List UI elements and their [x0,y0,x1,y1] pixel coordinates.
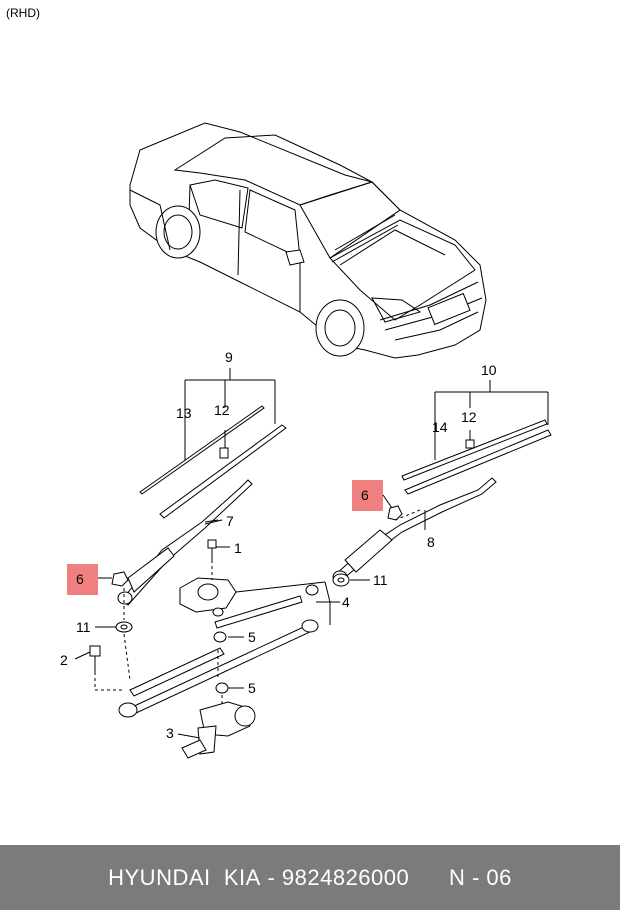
callout-12-right: 12 [461,409,477,425]
callout-9: 9 [225,349,233,365]
callout-1: 1 [234,540,242,556]
footer-brand: HYUNDAI KIA [108,864,261,890]
callout-6-right: 6 [361,487,369,503]
drive-side-label: (RHD) [6,6,40,20]
right-blade-assembly [401,380,552,495]
callout-10: 10 [481,362,497,378]
small-parts [89,505,421,705]
callout-4: 4 [342,594,350,610]
callout-5-lower: 5 [248,680,256,696]
callout-3: 3 [166,725,174,741]
callout-5-upper: 5 [248,629,256,645]
car-illustration [129,122,487,359]
highlight-box-6-right [352,480,383,511]
callout-2: 2 [60,652,68,668]
wiper-parts-diagram: 9 13 12 7 1 6 11 2 5 5 3 4 11 6 8 10 14 … [60,122,552,759]
callout-7: 7 [226,513,234,529]
footer-bar: HYUNDAI KIA - 9824826000 N - 06 [0,845,620,910]
left-blade-assembly [139,368,287,519]
linkage-assembly [118,577,331,718]
footer-part-number: 9824826000 [281,864,410,890]
callout-11-left: 11 [76,619,91,635]
footer-page: N - 06 [448,864,512,890]
wiper-motor [181,701,256,759]
footer-separator: - [260,864,282,890]
callout-12-left: 12 [214,402,230,418]
callout-14: 14 [432,419,448,435]
callout-13: 13 [176,405,192,421]
callout-6-left: 6 [76,571,84,587]
highlight-box-6-left [67,564,98,595]
callout-11-right: 11 [373,572,388,588]
callout-8: 8 [427,534,435,550]
wiper-arm-left [117,479,253,606]
footer-gap [409,865,449,891]
leader-lines [74,494,426,739]
